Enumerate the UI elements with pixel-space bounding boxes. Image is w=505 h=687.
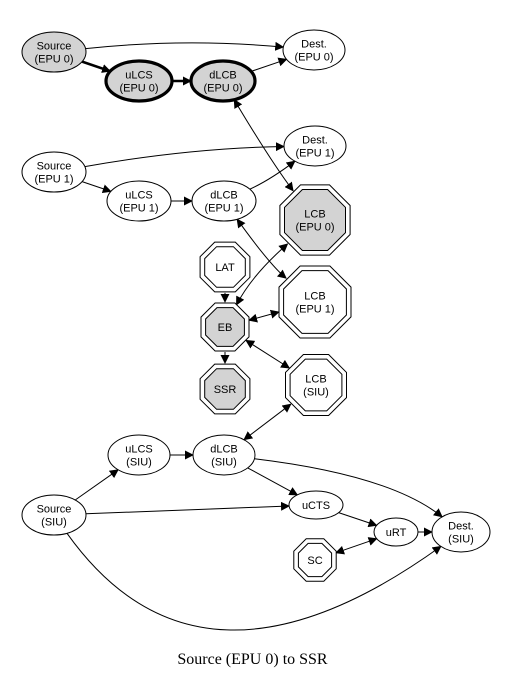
node-label: (EPU 0) <box>294 52 333 64</box>
node-dlcb-epu0: dLCB(EPU 0) <box>189 59 257 103</box>
edge-eb-to-lcb-siu <box>245 339 291 369</box>
node-label: Source <box>37 41 72 53</box>
edge-ucts-to-urt <box>338 512 378 528</box>
edge-eb-to-lcb-epu0 <box>236 243 289 306</box>
node-label: (EPU 1) <box>204 203 243 215</box>
node-label: (SIU) <box>126 457 152 469</box>
node-label: (SIU) <box>41 517 67 529</box>
edge-src-siu-to-ucts <box>85 501 290 515</box>
node-label: LCB <box>304 209 325 221</box>
edges <box>66 41 443 631</box>
edge-src-epu0-to-dest-epu0-a <box>85 41 285 51</box>
figure-caption: Source (EPU 0) to SSR <box>177 651 328 668</box>
node-label: LCB <box>305 374 326 386</box>
node-label: uLCS <box>125 444 153 456</box>
node-label: (SIU) <box>448 534 474 546</box>
node-lcb-epu0: LCB(EPU 0) <box>279 184 351 256</box>
edge-src-siu-to-ulcs-siu <box>74 469 119 501</box>
node-label: (EPU 0) <box>203 83 242 95</box>
node-ucts: uCTS <box>288 490 344 520</box>
node-label: uLCS <box>125 190 153 202</box>
dataflow-diagram: Source(EPU 0)Dest.(EPU 0)uLCS(EPU 0)dLCB… <box>21 29 491 631</box>
node-label: Source <box>37 504 72 516</box>
node-label: SSR <box>214 384 237 396</box>
edge-src-epu0-to-ulcs-epu0 <box>81 60 112 73</box>
node-lcb-epu1: LCB(EPU 1) <box>278 265 352 339</box>
node-src-epu1: Source(EPU 1) <box>21 151 87 193</box>
edge-dlcb-epu0-to-lcb-epu0 <box>233 98 294 192</box>
node-label: (SIU) <box>303 387 329 399</box>
edge-dlcb-siu-to-ucts <box>247 467 299 496</box>
node-label: EB <box>218 322 233 334</box>
edge-dlcb-siu-to-dest-siu <box>254 458 443 518</box>
node-label: Dest. <box>302 135 328 147</box>
node-label: (EPU 0) <box>295 222 334 234</box>
node-label: (EPU 1) <box>119 203 158 215</box>
node-label: (EPU 0) <box>34 54 73 66</box>
node-dlcb-siu: dLCB(SIU) <box>192 434 256 476</box>
node-eb: EB <box>200 302 250 352</box>
node-label: Dest. <box>448 521 474 533</box>
node-label: LAT <box>215 262 235 274</box>
node-label: uLCS <box>125 70 153 82</box>
edge-src-epu1-to-dest-epu1 <box>84 142 285 168</box>
edge-dlcb-epu1-to-dest-epu1 <box>249 160 296 190</box>
node-ulcs-epu0: uLCS(EPU 0) <box>104 59 174 103</box>
node-label: (EPU 1) <box>295 304 334 316</box>
node-urt: uRT <box>373 517 419 547</box>
node-lcb-siu: LCB(SIU) <box>285 354 347 416</box>
node-label: dLCB <box>210 444 238 456</box>
edge-dlcb-epu0-to-dest-epu0-a <box>250 57 288 72</box>
node-label: dLCB <box>209 70 237 82</box>
node-dlcb-epu1: dLCB(EPU 1) <box>191 180 257 222</box>
node-label: SC <box>307 555 322 567</box>
node-src-epu0: Source(EPU 0) <box>21 31 87 73</box>
node-label: (SIU) <box>211 457 237 469</box>
node-ulcs-epu1: uLCS(EPU 1) <box>106 180 172 222</box>
edge-dlcb-siu-to-lcb-siu <box>243 403 292 441</box>
node-label: Dest. <box>301 39 327 51</box>
edge-sc-to-urt <box>335 537 378 555</box>
node-label: dLCB <box>210 190 238 202</box>
node-label: (EPU 1) <box>34 174 73 186</box>
node-label: Source <box>37 161 72 173</box>
node-label: (EPU 0) <box>119 83 158 95</box>
node-sc: SC <box>293 538 337 582</box>
node-label: (EPU 1) <box>295 148 334 160</box>
node-ssr: SSR <box>199 363 251 415</box>
edge-eb-to-lcb-epu1 <box>248 309 280 323</box>
node-dest-siu: Dest.(SIU) <box>431 511 491 553</box>
edge-src-siu-to-dest-siu <box>66 533 442 631</box>
edge-src-epu1-to-ulcs-epu1 <box>81 181 112 194</box>
node-label: LCB <box>304 291 325 303</box>
node-label: uCTS <box>302 500 330 512</box>
node-dest-epu0-a: Dest.(EPU 0) <box>282 29 346 71</box>
node-label: uRT <box>386 527 407 539</box>
node-lat: LAT <box>199 241 251 293</box>
node-dest-epu1: Dest.(EPU 1) <box>283 125 347 167</box>
node-ulcs-siu: uLCS(SIU) <box>107 434 171 476</box>
nodes: Source(EPU 0)Dest.(EPU 0)uLCS(EPU 0)dLCB… <box>21 29 491 582</box>
node-src-siu: Source(SIU) <box>21 494 87 536</box>
